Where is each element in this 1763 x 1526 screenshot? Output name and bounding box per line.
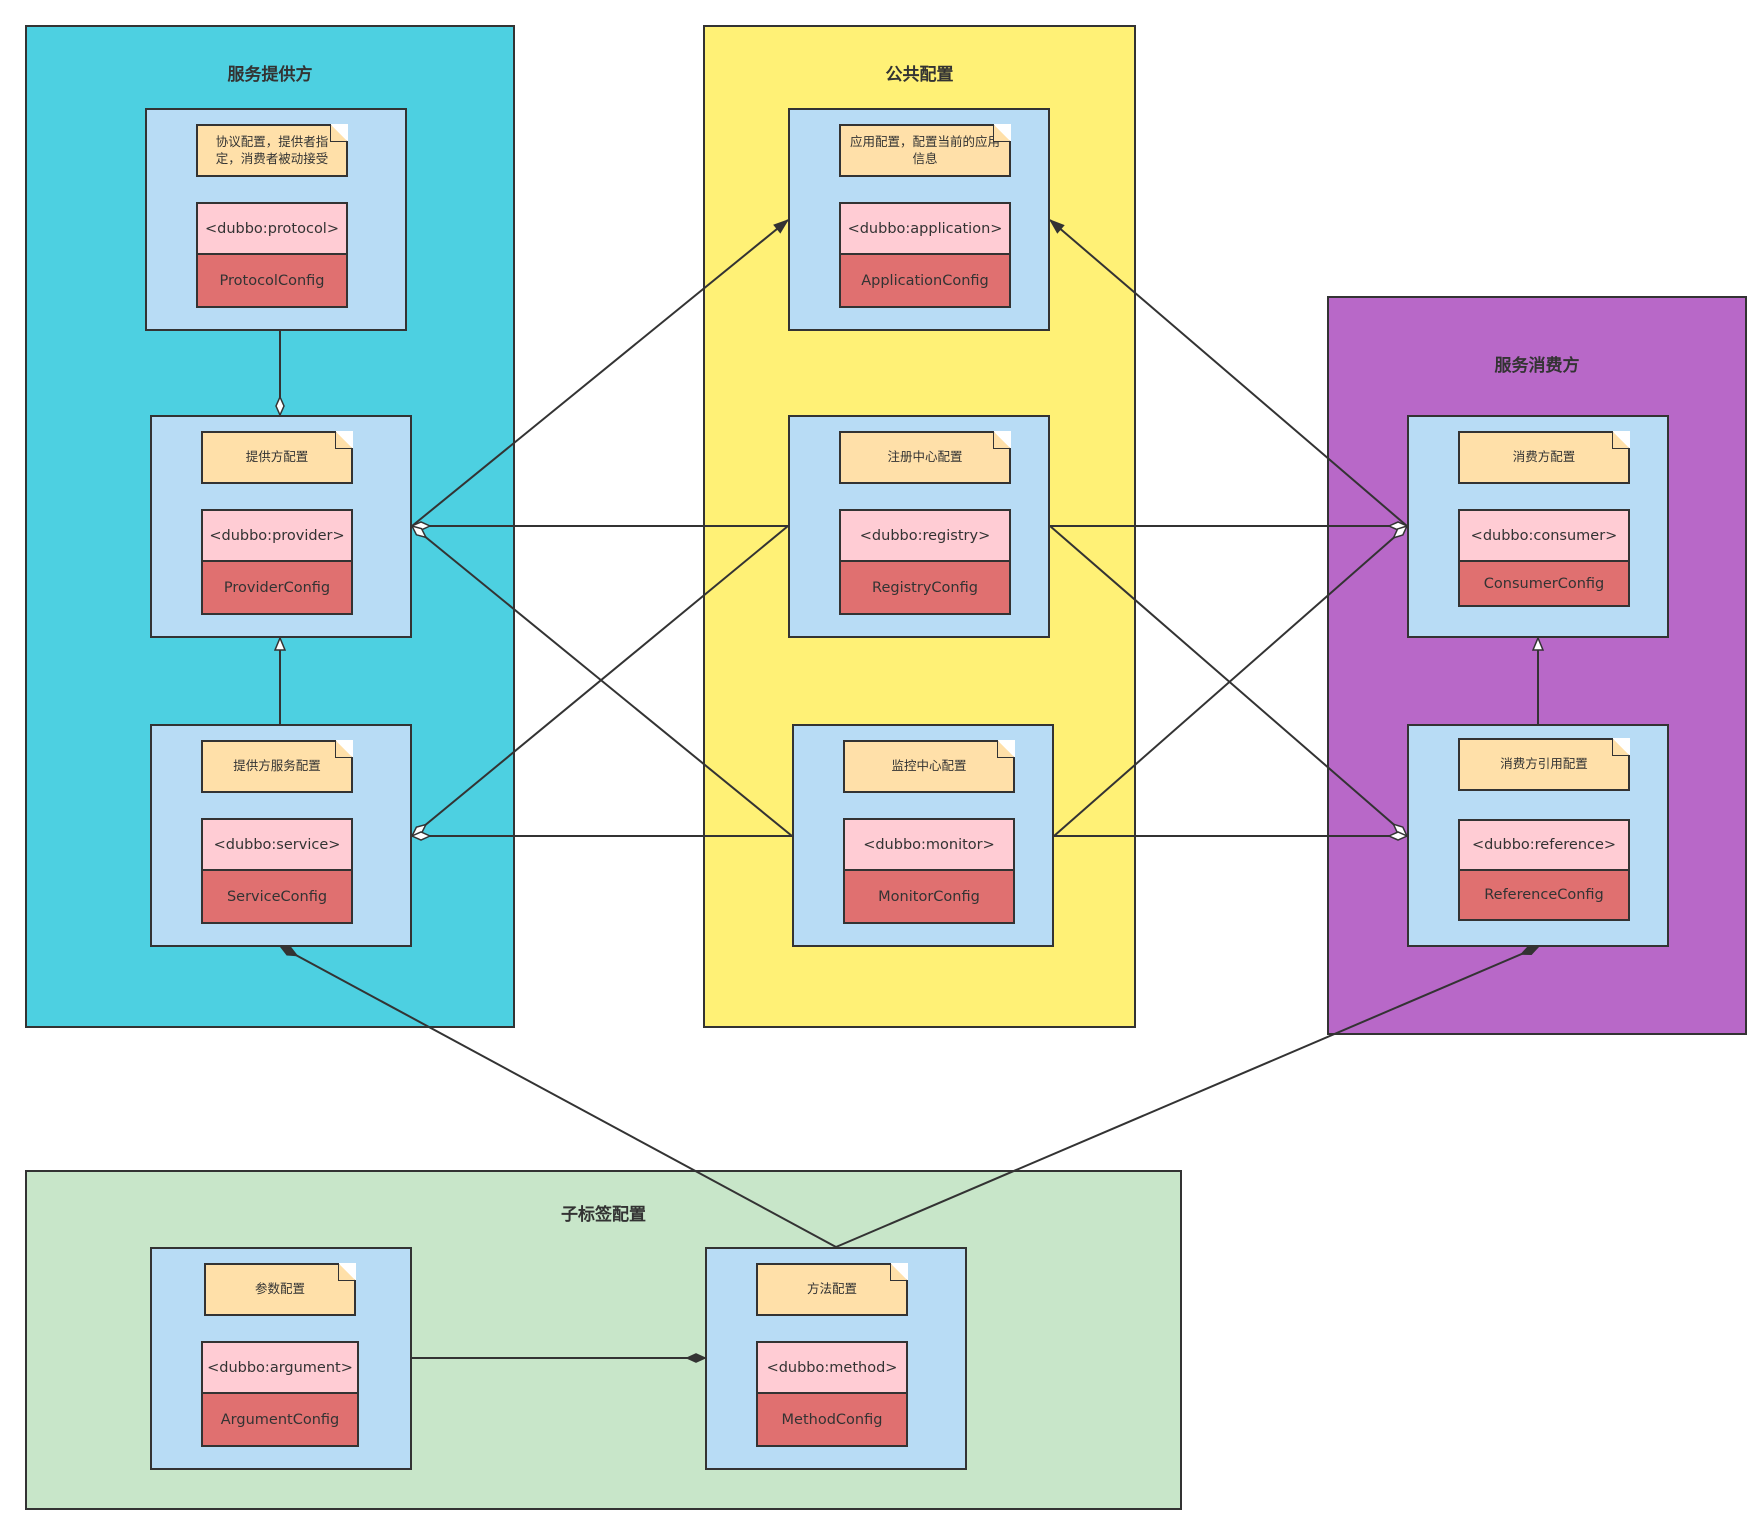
reference-note: 消费方引用配置 (1458, 738, 1630, 791)
reference-class: ReferenceConfig (1458, 871, 1630, 921)
monitor-class: MonitorConfig (843, 871, 1015, 924)
protocol-note-text: 协议配置，提供者指定，消费者被动接受 (215, 133, 329, 166)
method-note-text: 方法配置 (806, 1281, 857, 1297)
consumer-group-title: 服务消费方 (1494, 356, 1580, 376)
service-tag: <dubbo:service> (201, 818, 353, 871)
provider-note-text: 提供方配置 (245, 449, 309, 465)
service-note: 提供方服务配置 (201, 740, 353, 793)
protocol-tag: <dubbo:protocol> (196, 202, 348, 255)
note-fold-icon (993, 124, 1011, 142)
note-fold-icon (993, 431, 1011, 449)
method-tag: <dubbo:method> (756, 1341, 908, 1394)
argument-note-text: 参数配置 (254, 1281, 305, 1297)
provider-group-title: 服务提供方 (227, 65, 313, 85)
monitor-note: 监控中心配置 (843, 740, 1015, 793)
registry-config-node[interactable]: 注册中心配置 <dubbo:registry> RegistryConfig (788, 415, 1050, 638)
application-tag: <dubbo:application> (839, 202, 1011, 255)
monitor-config-node[interactable]: 监控中心配置 <dubbo:monitor> MonitorConfig (792, 724, 1054, 947)
consumer-config-node[interactable]: 消费方配置 <dubbo:consumer> ConsumerConfig (1407, 415, 1669, 638)
common-group-title: 公共配置 (885, 65, 954, 85)
provider-tag: <dubbo:provider> (201, 509, 353, 562)
method-config-node[interactable]: 方法配置 <dubbo:method> MethodConfig (705, 1247, 967, 1470)
provider-class: ProviderConfig (201, 562, 353, 615)
argument-class: ArgumentConfig (201, 1394, 359, 1447)
application-note: 应用配置，配置当前的应用信息 (839, 124, 1011, 177)
consumer-tag: <dubbo:consumer> (1458, 509, 1630, 562)
method-note: 方法配置 (756, 1263, 908, 1316)
protocol-config-node[interactable]: 协议配置，提供者指定，消费者被动接受 <dubbo:protocol> Prot… (145, 108, 407, 331)
registry-tag: <dubbo:registry> (839, 509, 1011, 562)
registry-note: 注册中心配置 (839, 431, 1011, 484)
monitor-note-text: 监控中心配置 (891, 758, 967, 774)
sub-tag-group-title: 子标签配置 (561, 1205, 646, 1225)
monitor-tag: <dubbo:monitor> (843, 818, 1015, 871)
protocol-class: ProtocolConfig (196, 255, 348, 308)
note-fold-icon (335, 740, 353, 758)
application-config-node[interactable]: 应用配置，配置当前的应用信息 <dubbo:application> Appli… (788, 108, 1050, 331)
service-note-text: 提供方服务配置 (233, 758, 321, 774)
protocol-note: 协议配置，提供者指定，消费者被动接受 (196, 124, 348, 177)
reference-config-node[interactable]: 消费方引用配置 <dubbo:reference> ReferenceConfi… (1407, 724, 1669, 947)
note-fold-icon (1612, 738, 1630, 756)
note-fold-icon (1612, 431, 1630, 449)
method-class: MethodConfig (756, 1394, 908, 1447)
reference-note-text: 消费方引用配置 (1500, 756, 1588, 772)
argument-tag: <dubbo:argument> (201, 1341, 359, 1394)
note-fold-icon (335, 431, 353, 449)
provider-config-node[interactable]: 提供方配置 <dubbo:provider> ProviderConfig (150, 415, 412, 638)
argument-note: 参数配置 (204, 1263, 356, 1316)
note-fold-icon (338, 1263, 356, 1281)
provider-note: 提供方配置 (201, 431, 353, 484)
argument-config-node[interactable]: 参数配置 <dubbo:argument> ArgumentConfig (150, 1247, 412, 1470)
registry-class: RegistryConfig (839, 562, 1011, 615)
application-class: ApplicationConfig (839, 255, 1011, 308)
note-fold-icon (997, 740, 1015, 758)
reference-tag: <dubbo:reference> (1458, 819, 1630, 871)
consumer-note-text: 消费方配置 (1512, 449, 1576, 465)
consumer-class: ConsumerConfig (1458, 562, 1630, 607)
application-note-text: 应用配置，配置当前的应用信息 (849, 133, 1000, 166)
consumer-note: 消费方配置 (1458, 431, 1630, 484)
registry-note-text: 注册中心配置 (887, 449, 963, 465)
service-class: ServiceConfig (201, 871, 353, 924)
note-fold-icon (330, 124, 348, 142)
service-config-node[interactable]: 提供方服务配置 <dubbo:service> ServiceConfig (150, 724, 412, 947)
note-fold-icon (890, 1263, 908, 1281)
